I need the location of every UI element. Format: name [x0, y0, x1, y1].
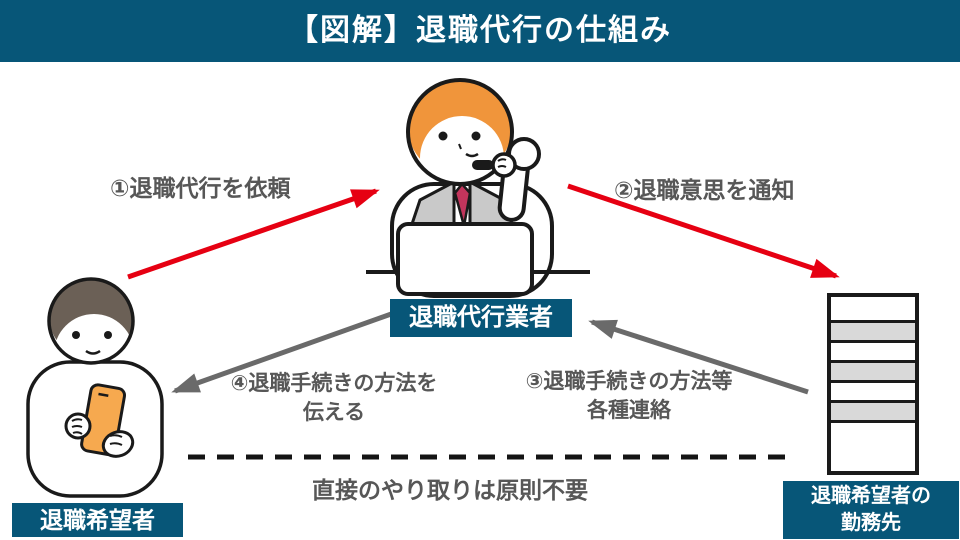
employee-eye-right: [104, 331, 112, 339]
step3-label-line2: 各種連絡: [587, 399, 671, 422]
step3-label: ③退職手続きの方法等 各種連絡: [505, 367, 753, 425]
no-direct-contact-note: 直接のやり取りは原則不要: [312, 477, 588, 503]
step2-label: ②退職意思を通知: [614, 177, 795, 203]
employee-mouth: [85, 349, 101, 355]
step3-label-line1: ③退職手続きの方法等: [525, 370, 733, 393]
employee-badge: 退職希望者: [12, 503, 183, 537]
step4-label: ④退職手続きの方法を 伝える: [208, 369, 460, 427]
employee-eye-left: [72, 331, 80, 339]
building-floor: [831, 360, 915, 380]
operator-hand: [491, 152, 517, 178]
building-floor: [831, 380, 915, 400]
employee-hands: [64, 412, 135, 458]
agency-badge: 退職代行業者: [390, 299, 572, 337]
building-floor: [831, 320, 915, 340]
step4-label-line2: 伝える: [302, 401, 366, 424]
page-title: 【図解】退職代行の仕組み: [288, 14, 672, 47]
workplace-badge: 退職希望者の 勤務先: [783, 481, 959, 539]
operator-eye-right: [471, 131, 481, 141]
workplace-badge-line1: 退職希望者の: [811, 485, 931, 507]
step1-label: ①退職代行を依頼: [110, 175, 291, 201]
building-floor: [831, 340, 915, 360]
building-floor: [831, 297, 915, 320]
operator-headset-mic: [472, 160, 494, 170]
operator-mouth: [465, 152, 479, 158]
operator-eye-left: [438, 131, 448, 141]
employee-illustration: [26, 277, 164, 498]
workplace-badge-line2: 勤務先: [841, 512, 901, 534]
employee-head: [47, 277, 135, 365]
title-bar: 【図解】退職代行の仕組み: [0, 0, 960, 62]
agency-operator-illustration: [366, 78, 590, 298]
building-floor: [831, 400, 915, 420]
arrow-step1: [127, 188, 380, 280]
operator-head: [406, 78, 541, 186]
building-floor: [831, 420, 915, 471]
workplace-building: [827, 293, 919, 475]
laptop: [396, 222, 534, 296]
step4-label-line1: ④退職手続きの方法を: [230, 372, 438, 395]
